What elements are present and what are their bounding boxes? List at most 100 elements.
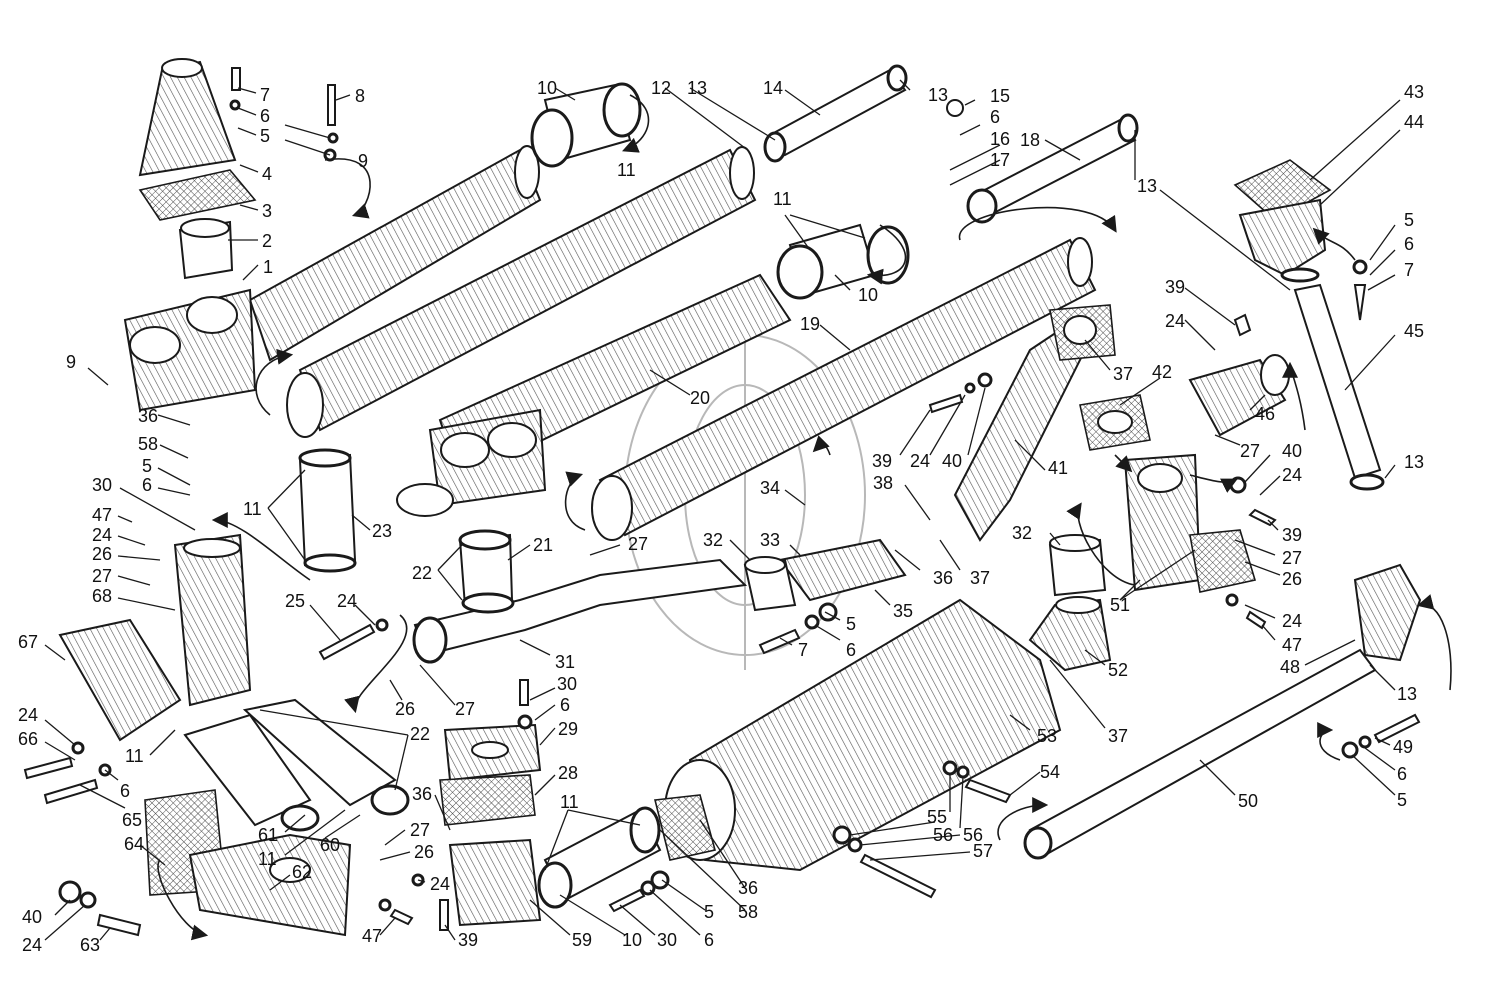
callout-label-l7a: 7 (260, 85, 270, 105)
callout-label-l60: 60 (320, 835, 340, 855)
callout-label-l67: 67 (18, 632, 38, 652)
callout-label-l24i: 24 (22, 935, 42, 955)
callout-label-l13d: 13 (1404, 452, 1424, 472)
callout-label-l56a: 56 (933, 825, 953, 845)
rubber-sleeve-10-middle (776, 223, 910, 300)
callout-label-l64: 64 (124, 834, 144, 854)
callout-label-l33: 33 (760, 530, 780, 550)
callout-label-l1: 1 (263, 257, 273, 277)
callout-label-l27b: 27 (628, 534, 648, 554)
callout-label-l31: 31 (555, 652, 575, 672)
callout-label-l6d: 6 (142, 475, 152, 495)
callout-label-l36c: 36 (412, 784, 432, 804)
callout-label-l27e: 27 (455, 699, 475, 719)
callout-label-l47a: 47 (92, 505, 112, 525)
hose-33-35 (743, 538, 907, 612)
callout-label-l4: 4 (262, 164, 272, 184)
sleeve-10-bottom (537, 806, 662, 909)
callout-label-l39a: 39 (872, 451, 892, 471)
callout-label-l46: 46 (1255, 404, 1275, 424)
callout-label-l9b: 9 (66, 352, 76, 372)
callout-label-l59: 59 (572, 930, 592, 950)
callout-label-l37a: 37 (1113, 364, 1133, 384)
callout-label-l50: 50 (1238, 791, 1258, 811)
callout-label-l63: 63 (80, 935, 100, 955)
callout-label-l24e: 24 (1282, 611, 1302, 631)
callout-label-l5b: 5 (1404, 210, 1414, 230)
callout-label-l19: 19 (800, 314, 820, 334)
callout-label-l6a: 6 (260, 106, 270, 126)
assembly-arrows (157, 94, 1452, 941)
callout-label-l43: 43 (1404, 82, 1424, 102)
callout-label-l57: 57 (973, 841, 993, 861)
callout-label-l6i: 6 (1397, 764, 1407, 784)
callout-label-l28: 28 (558, 763, 578, 783)
elbow-52 (1028, 596, 1112, 672)
center-manifold-lower (396, 273, 792, 517)
outlet-flange-43-44 (1233, 159, 1332, 283)
connection-pipe-14 (763, 64, 908, 163)
callout-label-l36b: 36 (933, 568, 953, 588)
callout-label-l24d: 24 (1282, 465, 1302, 485)
callout-label-l24c: 24 (1165, 311, 1185, 331)
callout-label-l6f: 6 (560, 695, 570, 715)
callout-label-l39b: 39 (1165, 277, 1185, 297)
callout-label-l13a: 13 (687, 78, 707, 98)
callout-label-l13c: 13 (1137, 176, 1157, 196)
elbow-46 (1188, 354, 1290, 437)
callout-label-l25: 25 (285, 591, 305, 611)
callout-label-l13b: 13 (928, 85, 948, 105)
callout-label-l66: 66 (18, 729, 38, 749)
callout-label-l38: 38 (873, 473, 893, 493)
callout-label-l11a: 11 (617, 160, 636, 180)
flange-28-29-59 (439, 723, 542, 927)
callout-label-l40a: 40 (942, 451, 962, 471)
callout-label-l55: 55 (927, 807, 947, 827)
callout-label-l62: 62 (292, 862, 312, 882)
callout-label-l3: 3 (262, 201, 272, 221)
callout-label-l6g: 6 (120, 781, 130, 801)
callout-label-l47c: 47 (362, 926, 382, 946)
callout-label-l26b: 26 (1282, 569, 1302, 589)
callout-label-l27a: 27 (92, 566, 112, 586)
callout-label-l17: 17 (990, 150, 1010, 170)
callout-label-l5e: 5 (704, 902, 714, 922)
tee-housing-51 (1123, 453, 1257, 593)
callout-label-l44: 44 (1404, 112, 1424, 132)
callout-label-l27c: 27 (1240, 441, 1260, 461)
callout-label-l40b: 40 (1282, 441, 1302, 461)
sleeve-22-21 (458, 529, 515, 614)
callout-label-l39d: 39 (458, 930, 478, 950)
callout-label-l18: 18 (1020, 130, 1040, 150)
callout-label-l11f: 11 (560, 792, 579, 812)
callout-label-l2: 2 (262, 231, 272, 251)
callout-label-l37c: 37 (1108, 726, 1128, 746)
callout-label-l65: 65 (122, 810, 142, 830)
callout-label-l6b: 6 (990, 107, 1000, 127)
callout-label-l10c: 10 (622, 930, 642, 950)
left-water-manifold (123, 145, 542, 412)
callout-label-l30a: 30 (92, 475, 112, 495)
callout-label-l15: 15 (990, 86, 1010, 106)
callout-label-l24g: 24 (18, 705, 38, 725)
callout-label-l68: 68 (92, 586, 112, 606)
callout-label-l12: 12 (651, 78, 671, 98)
callout-label-l39c: 39 (1282, 525, 1302, 545)
callout-label-l47b: 47 (1282, 635, 1302, 655)
callout-label-l5d: 5 (846, 614, 856, 634)
callout-label-l22a: 22 (412, 563, 432, 583)
callout-label-l49: 49 (1393, 737, 1413, 757)
callout-label-l27f: 27 (410, 820, 430, 840)
callout-label-l6c: 6 (1404, 234, 1414, 254)
leader-lines (44, 79, 1401, 941)
callout-label-l32a: 32 (703, 530, 723, 550)
callout-label-l20: 20 (690, 388, 710, 408)
callout-label-l10b: 10 (858, 285, 878, 305)
pipe-41-47-48 (953, 304, 1116, 542)
callout-label-l58a: 58 (138, 434, 158, 454)
callout-label-l6h: 6 (704, 930, 714, 950)
callout-label-l45: 45 (1404, 321, 1424, 341)
callout-label-l11c: 11 (243, 499, 262, 519)
